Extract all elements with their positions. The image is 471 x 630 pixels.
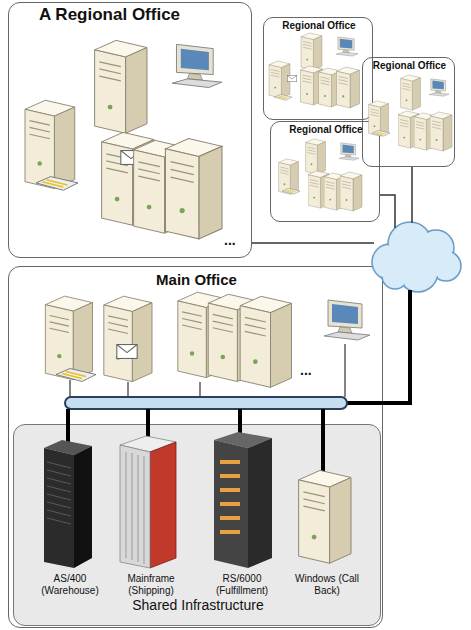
office-title: Regional Office [363, 60, 456, 72]
ellipsis-label: ... [224, 232, 236, 249]
office-box: Main OfficeShared InfrastructureAS/400 (… [8, 266, 383, 628]
office-title: A Regional Office [39, 5, 239, 25]
infrastructure-band: Shared InfrastructureAS/400 (Warehouse)M… [13, 424, 381, 626]
machine-label: Mainframe (Shipping) [112, 573, 190, 597]
office-title: Main Office [9, 271, 384, 289]
office-equipment [25, 40, 222, 238]
band-title: Shared Infrastructure [14, 597, 382, 614]
machine-label: AS/400 (Warehouse) [30, 573, 110, 597]
office-box: A Regional Office [8, 2, 252, 258]
machine-label: RS/6000 (Fulfillment) [197, 573, 287, 597]
office-box: Regional Office [270, 121, 380, 222]
office-title: Regional Office [264, 20, 374, 32]
machine-label: Windows (Call Back) [289, 573, 365, 597]
network-bus [65, 397, 347, 409]
backbone-wire [347, 290, 410, 403]
wire [411, 167, 413, 223]
machine-illustration [44, 409, 351, 568]
machine-node: RS/6000 (Fulfillment) [197, 437, 287, 599]
ellipsis-label: ... [300, 362, 312, 379]
office-equipment [45, 292, 370, 397]
office-box: Regional Office [362, 57, 455, 167]
machine-node: AS/400 (Warehouse) [30, 437, 110, 599]
office-equipment [279, 139, 362, 211]
office-title: Regional Office [271, 124, 381, 136]
network-cloud [372, 222, 461, 292]
wire [252, 242, 374, 244]
office-equipment [269, 33, 359, 108]
machine-node: Mainframe (Shipping) [112, 437, 190, 599]
office-box: Regional Office [263, 17, 373, 120]
wire [380, 195, 395, 228]
machine-node: Windows (Call Back) [289, 437, 365, 599]
office-equipment [369, 75, 452, 151]
